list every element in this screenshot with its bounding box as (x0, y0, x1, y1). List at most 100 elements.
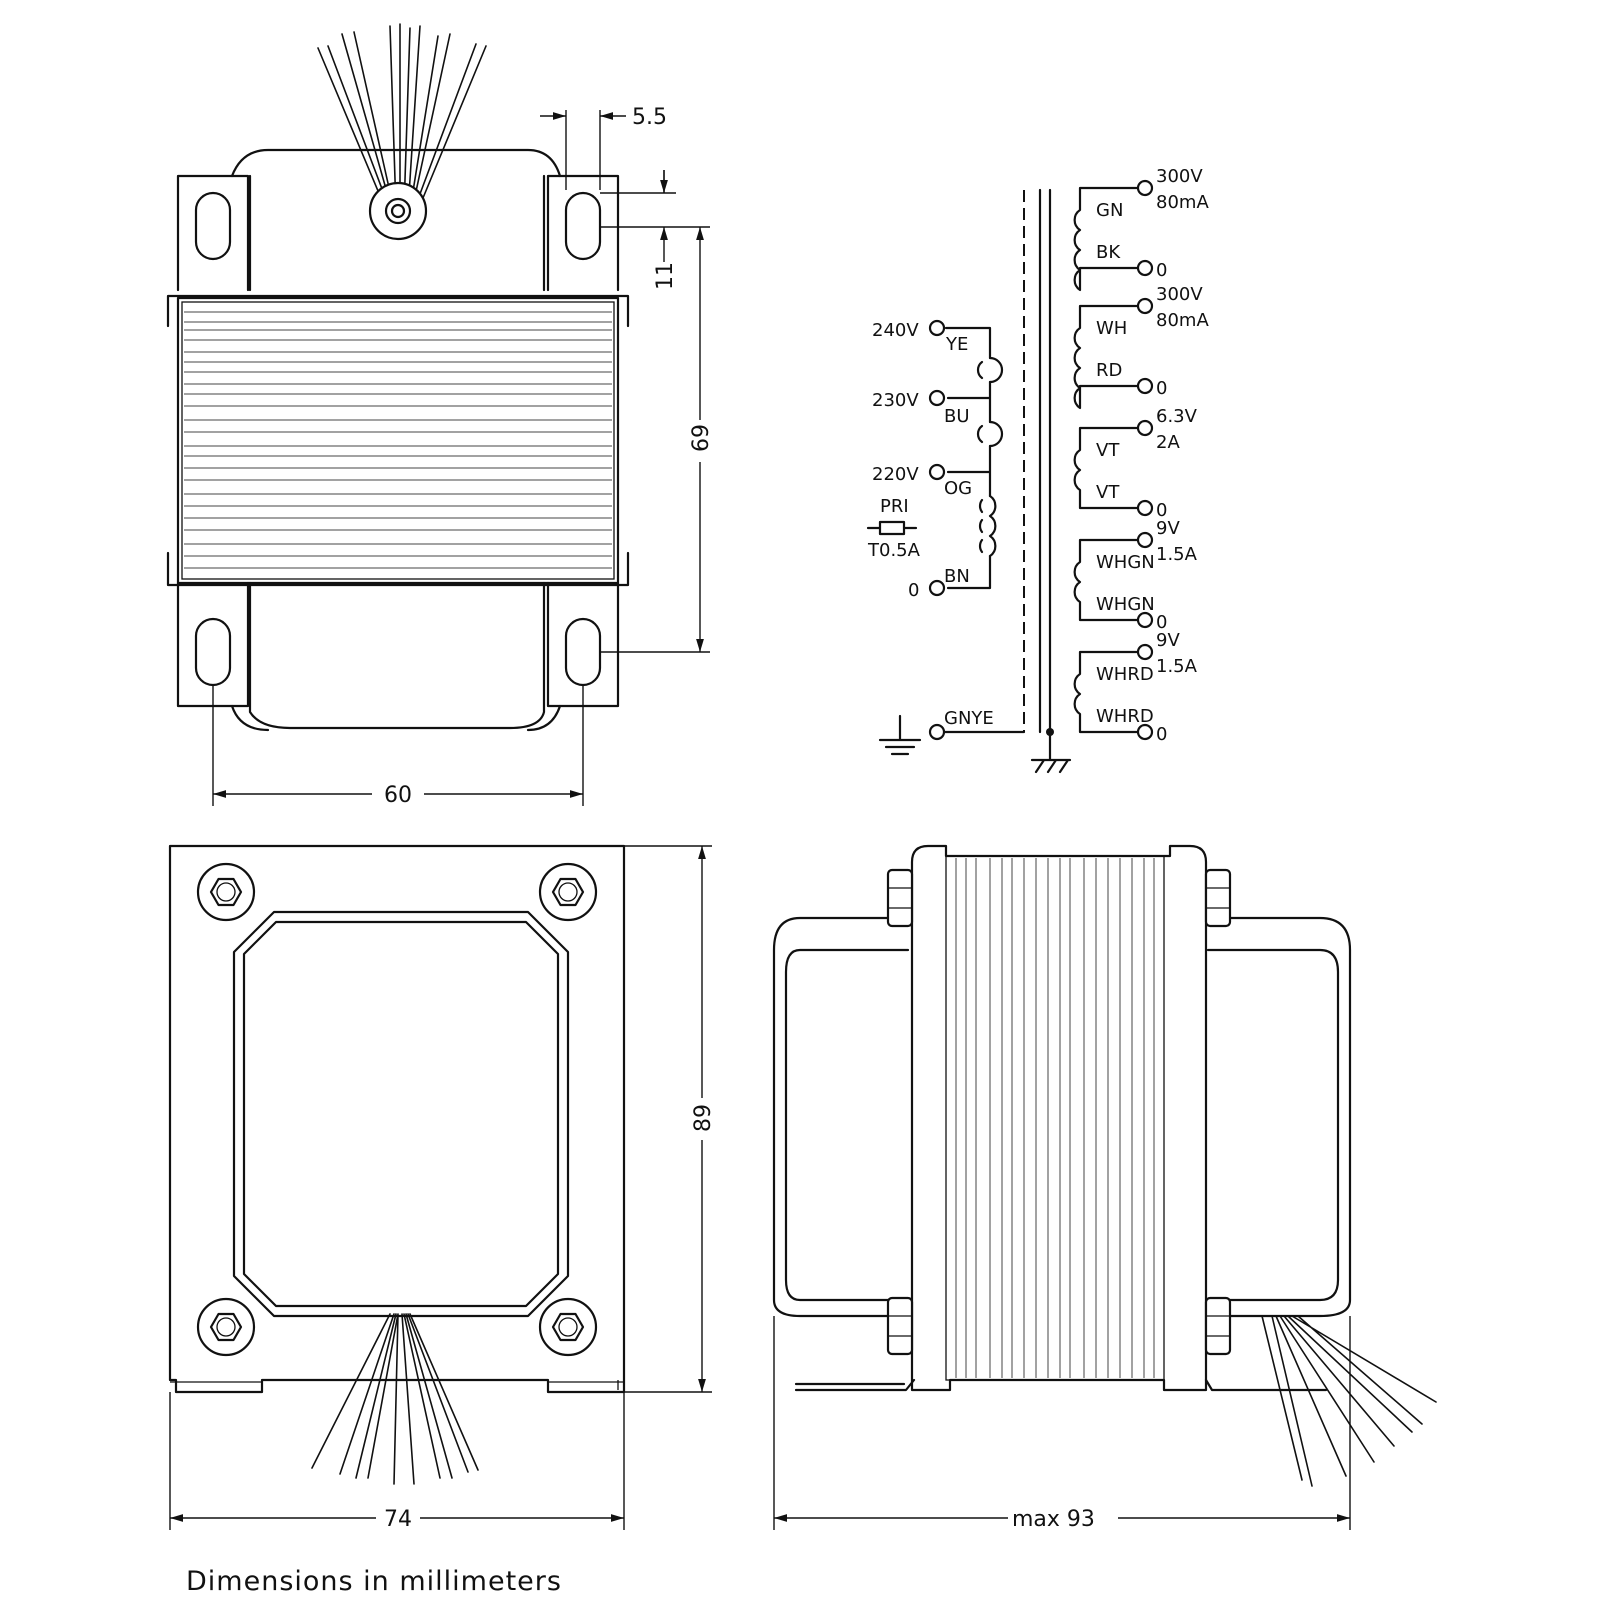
bottom-wire-bundle (311, 1313, 479, 1485)
nut-top-right (538, 862, 598, 922)
secondary-top-wire: WH (1096, 318, 1127, 339)
core-lines (1038, 188, 1052, 734)
tap-0-terminal (928, 579, 946, 597)
ear-top-left (176, 174, 250, 292)
ear-top-right (546, 174, 620, 292)
secondary-top-wire: GN (1096, 200, 1123, 221)
secondary-zero: 0 (1156, 378, 1167, 399)
tap-220v-wire: OG (944, 478, 972, 499)
secondary-bottom-terminal (1136, 611, 1154, 629)
secondary-bottom-wire: WHGN (1096, 594, 1155, 615)
tap-240v-terminal (928, 319, 946, 337)
secondary-top-wire: WHRD (1096, 664, 1154, 685)
secondary-current: 1.5A (1156, 544, 1198, 565)
tap-0-wire: BN (944, 566, 970, 587)
wire-grommet (368, 181, 428, 241)
top-wire-bundle (317, 23, 487, 211)
schematic: 240V YE 230V BU 220V OG 0 BN PRI T0.5A G… (866, 166, 1209, 774)
base-feet (794, 1378, 1328, 1392)
secondary-current: 80mA (1156, 192, 1209, 213)
dim-max-depth: max 93 (1012, 1507, 1095, 1532)
dim-slot-length: 11 (653, 262, 678, 290)
bolt-bottom-left (886, 1296, 914, 1356)
nut-bottom-right (538, 1297, 598, 1357)
secondary-voltage: 300V (1156, 166, 1203, 187)
front-view: 89 74 (168, 844, 716, 1532)
fuse-rating: T0.5A (867, 540, 921, 561)
nut-top-left (196, 862, 256, 922)
earth-symbol (878, 714, 922, 756)
secondary-top-terminal (1136, 179, 1154, 197)
bolt-bottom-right (1204, 1296, 1232, 1356)
secondary-voltage: 9V (1156, 630, 1180, 651)
tap-240v-wire: YE (945, 334, 968, 355)
frame-plate (168, 844, 626, 1394)
secondary-bottom-wire: BK (1096, 242, 1121, 263)
bottom-coil-cap (248, 581, 546, 730)
secondary-voltage: 9V (1156, 518, 1180, 539)
top-coil-cap (230, 148, 562, 178)
tap-230v-wire: BU (944, 406, 970, 427)
dim-width: 74 (384, 1507, 412, 1532)
secondary-bottom-terminal (1136, 723, 1154, 741)
side-wire-bundle (1261, 1315, 1437, 1487)
fuse-label: PRI (880, 496, 909, 517)
dim-mount-height: 69 (689, 424, 714, 452)
footer-note: Dimensions in millimeters (186, 1566, 562, 1597)
secondary-current: 2A (1156, 432, 1180, 453)
secondary-zero: 0 (1156, 612, 1167, 633)
chassis-ground (1030, 730, 1072, 774)
secondary-top-wire: WHGN (1096, 552, 1155, 573)
top-view: 5.5 11 69 60 (166, 23, 714, 808)
tap-220v-label: 220V (872, 464, 919, 485)
coil-right-bulge (1206, 916, 1352, 1318)
lamination-stack (176, 296, 620, 585)
secondary-bottom-wire: RD (1096, 360, 1122, 381)
dim-height: 89 (691, 1104, 716, 1132)
secondary-winding-3: VT VT 6.3V 2A 0 (1073, 406, 1198, 521)
secondary-zero: 0 (1156, 724, 1167, 745)
tap-230v-terminal (928, 389, 946, 407)
coil-left-bulge (772, 916, 910, 1318)
secondary-voltage: 6.3V (1156, 406, 1198, 427)
secondary-top-terminal (1136, 531, 1154, 549)
secondary-current: 1.5A (1156, 656, 1198, 677)
tap-0-label: 0 (908, 580, 919, 601)
secondary-zero: 0 (1156, 260, 1167, 281)
secondary-bottom-terminal (1136, 377, 1154, 395)
tap-230v-label: 230V (872, 390, 919, 411)
nut-bottom-left (196, 1297, 256, 1357)
slot-top-right (564, 191, 602, 261)
secondary-winding-1: GN BK 300V 80mA 0 (1073, 166, 1209, 292)
secondary-winding-2: WH RD 300V 80mA 0 (1073, 284, 1209, 410)
slot-bottom-right (564, 617, 602, 687)
secondary-bottom-wire: WHRD (1096, 706, 1154, 727)
coil-window (232, 910, 570, 1318)
fuse-symbol (878, 520, 906, 536)
secondary-top-terminal (1136, 643, 1154, 661)
secondary-bottom-terminal (1136, 259, 1154, 277)
secondary-bottom-wire: VT (1096, 482, 1120, 503)
core-side (910, 844, 1208, 1392)
ground-wire: GNYE (944, 708, 994, 729)
dim-top-offset: 5.5 (632, 105, 667, 130)
secondary-voltage: 300V (1156, 284, 1203, 305)
dim-mount-width: 60 (384, 783, 412, 808)
secondary-top-wire: VT (1096, 440, 1120, 461)
secondary-top-terminal (1136, 419, 1154, 437)
secondary-bottom-terminal (1136, 499, 1154, 517)
tap-240v-label: 240V (872, 320, 919, 341)
secondary-zero: 0 (1156, 500, 1167, 521)
side-view: max 93 (772, 844, 1437, 1532)
bolt-top-left (886, 868, 914, 928)
slot-bottom-left (194, 617, 232, 687)
ground-terminal (928, 723, 946, 741)
secondary-current: 80mA (1156, 310, 1209, 331)
bolt-top-right (1204, 868, 1232, 928)
secondary-top-terminal (1136, 297, 1154, 315)
slot-top-left (194, 191, 232, 261)
tap-220v-terminal (928, 463, 946, 481)
